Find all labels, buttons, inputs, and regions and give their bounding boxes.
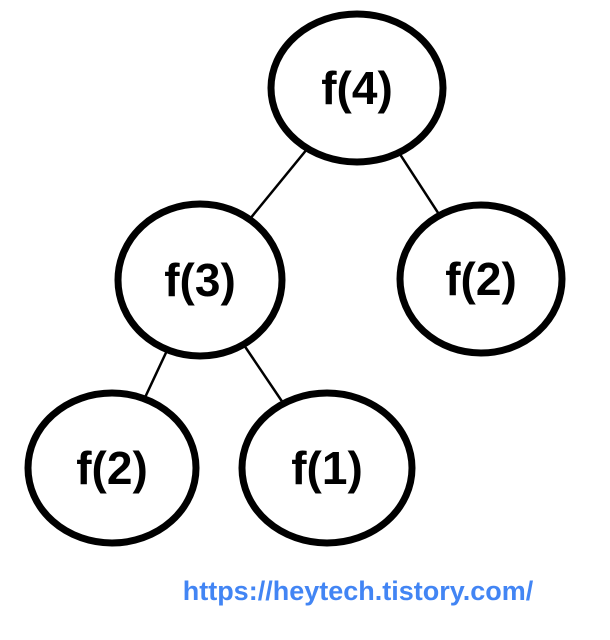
node-f3: f(3) [114,200,286,360]
node-f2-left: f(2) [24,389,200,547]
node-f3-label: f(3) [164,254,236,306]
node-f2-right-label: f(2) [445,253,517,305]
footer-url-link[interactable]: https://heytech.tistory.com/ [183,576,534,606]
node-f4-circle [267,10,447,166]
node-f2-left-label: f(2) [76,442,148,494]
node-f1: f(1) [238,389,416,547]
node-f2-right-circle [396,201,566,357]
node-f2-left-circle [24,389,200,547]
node-f4-label: f(4) [321,62,393,114]
node-f1-circle [238,389,416,547]
node-f1-label: f(1) [291,442,363,494]
tree-nodes: f(4) f(3) f(2) f(2) f(1) [24,10,566,547]
node-f3-circle [114,200,286,360]
node-f4: f(4) [267,10,447,166]
node-f2-right: f(2) [396,201,566,357]
